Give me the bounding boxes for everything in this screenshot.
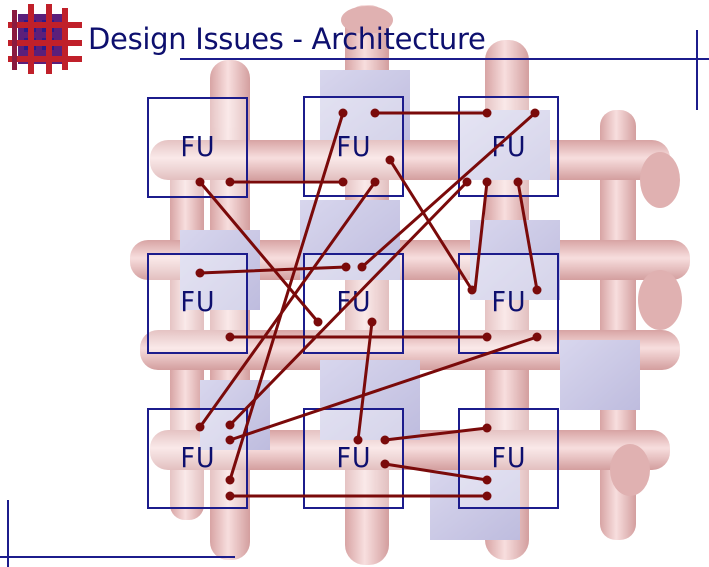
wire-endpoint (225, 491, 235, 501)
fu-box-r3c3 (458, 408, 559, 509)
wire (198, 180, 377, 429)
wire (383, 426, 489, 442)
wire-endpoint (532, 332, 542, 342)
wire (228, 180, 469, 427)
wire (516, 180, 539, 292)
fu-label-r1c1: FU (180, 130, 216, 163)
lattice-cube-icon (8, 4, 82, 74)
fu-label-r3c1: FU (180, 441, 216, 474)
wire-endpoint (367, 317, 377, 327)
wire (228, 111, 345, 482)
fu-label-r2c1: FU (180, 285, 216, 318)
fu-box-r3c2 (303, 408, 404, 509)
wire (198, 180, 320, 324)
wire-endpoint (370, 108, 380, 118)
wire (383, 462, 489, 482)
wire-endpoint (357, 262, 367, 272)
wire-endpoint (380, 435, 390, 445)
wire-endpoint (313, 317, 323, 327)
wire (356, 320, 374, 442)
wire-endpoint (195, 177, 205, 187)
wire-endpoint (338, 108, 348, 118)
wire (360, 111, 537, 269)
wire-endpoint (225, 420, 235, 430)
wire-endpoint (385, 155, 395, 165)
wire-endpoint (462, 177, 472, 187)
wire-endpoint (338, 177, 348, 187)
wire (228, 335, 539, 442)
wire (473, 180, 489, 292)
fu-label-r2c3: FU (491, 285, 527, 318)
fu-label-r1c2: FU (336, 130, 372, 163)
wire-endpoint (353, 435, 363, 445)
wire-endpoint (225, 177, 235, 187)
wire-endpoint (195, 268, 205, 278)
slide-title: Design Issues - Architecture (88, 22, 486, 56)
wire-endpoint (195, 422, 205, 432)
wire-endpoint (482, 475, 492, 485)
wire-endpoint (482, 177, 492, 187)
wire-endpoint (467, 285, 477, 295)
fu-label-r3c3: FU (491, 441, 527, 474)
wire-endpoint (380, 459, 390, 469)
wire-endpoint (341, 262, 351, 272)
wire-endpoint (370, 177, 380, 187)
wire-endpoint (225, 332, 235, 342)
wire-endpoint (482, 332, 492, 342)
wire-endpoint (225, 475, 235, 485)
wire-endpoint (482, 108, 492, 118)
wire-endpoint (225, 435, 235, 445)
wire-endpoint (513, 177, 523, 187)
wire-endpoint (482, 491, 492, 501)
wire-endpoint (532, 285, 542, 295)
fu-label-r3c2: FU (336, 441, 372, 474)
wire-endpoint (530, 108, 540, 118)
wire (388, 158, 474, 292)
wire (198, 265, 348, 275)
fu-label-r2c2: FU (336, 285, 372, 318)
wire-endpoint (482, 423, 492, 433)
